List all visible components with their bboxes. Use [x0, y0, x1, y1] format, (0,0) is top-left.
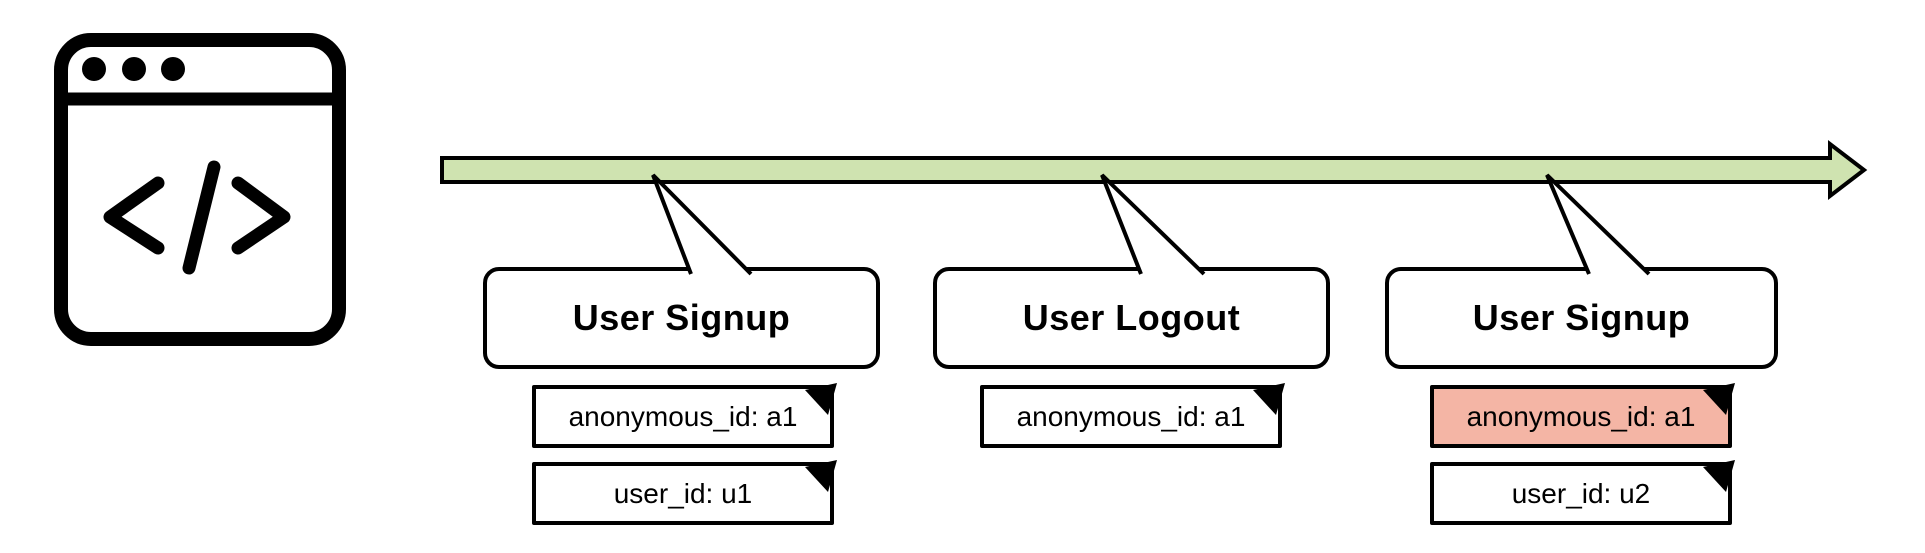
event-callout: User Logout	[933, 267, 1330, 369]
event-label: User Logout	[1022, 297, 1241, 338]
event-callout: User Signup	[1385, 267, 1778, 369]
browser-frame	[54, 33, 346, 346]
note-tag: anonymous_id: a1	[532, 383, 837, 448]
window-dots-icon	[82, 57, 185, 81]
tag-text: anonymous_id: a1	[568, 400, 798, 432]
note-fold-icon	[1253, 383, 1285, 415]
event-callout: User Signup	[483, 267, 880, 369]
note-tag-highlighted: anonymous_id: a1	[1430, 383, 1735, 448]
note-fold-icon	[805, 383, 837, 415]
tag-text: anonymous_id: a1	[1016, 400, 1246, 432]
note-fold-icon	[1703, 383, 1735, 415]
note-fold-icon	[805, 460, 837, 492]
tag-text: user_id: u2	[1511, 477, 1651, 509]
timeline-arrow	[440, 139, 1868, 201]
note-tag: user_id: u2	[1430, 460, 1735, 525]
tag-text: user_id: u1	[613, 477, 753, 509]
event-label: User Signup	[572, 297, 791, 338]
tag-text: anonymous_id: a1	[1466, 400, 1696, 432]
callout-pointer	[1100, 173, 1206, 276]
browser-window-icon	[54, 33, 346, 346]
code-glyph-icon	[103, 160, 291, 275]
callout-pointer	[1545, 173, 1651, 276]
note-tag: user_id: u1	[532, 460, 837, 525]
note-fold-icon	[1703, 460, 1735, 492]
note-tag: anonymous_id: a1	[980, 383, 1285, 448]
callout-pointer	[651, 173, 753, 276]
event-label: User Signup	[1472, 297, 1691, 338]
